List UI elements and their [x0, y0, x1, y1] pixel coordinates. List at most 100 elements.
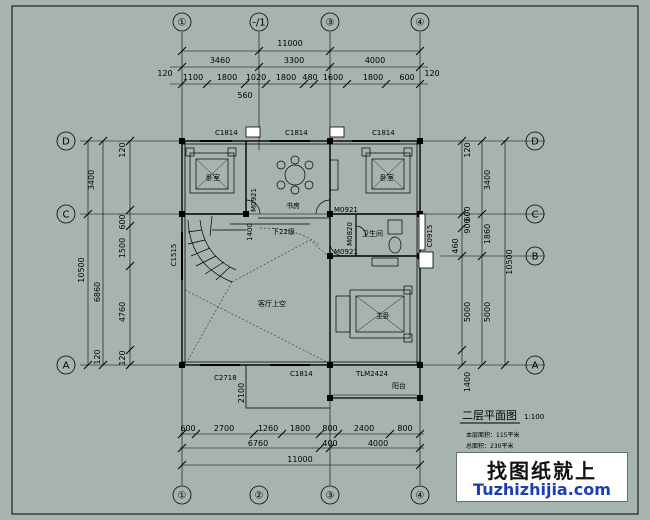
window-label-7: C0915	[426, 225, 434, 248]
plan-scale: 1:100	[524, 413, 544, 421]
dim-top-detail-6: 1600	[323, 73, 343, 82]
room-study: 书房	[286, 201, 300, 210]
axis-left-3-circle	[56, 355, 76, 375]
watermark-url: Tuzhizhijia.com	[473, 480, 611, 499]
room-bathroom: 卫生间	[362, 229, 383, 238]
dim-bottom-vertical: 2100	[237, 383, 246, 403]
dim-top-detail-2: 1800	[217, 73, 237, 82]
axis-left-1-label: D	[62, 137, 70, 148]
dim-right-inner-3: 600	[463, 206, 472, 221]
dim-top-detail-1: 1100	[183, 73, 203, 82]
dim-top-extra: 560	[237, 91, 252, 100]
watermark-banner: 找图纸就上 Tuzhizhijia.com	[456, 452, 628, 502]
area-total: 总面积：230平米	[466, 442, 513, 450]
door-swings	[245, 199, 367, 257]
dim-right-inner-1: 120	[463, 142, 472, 157]
opening-labels: C1814 C1814 C1814 C1515 C2718 C1814 C091…	[170, 129, 434, 382]
furniture	[185, 147, 413, 343]
axis-bottom-4-circle	[410, 485, 430, 505]
title-block: 二层平面图 1:100 本层面积：115平米 总面积：230平米	[460, 409, 544, 450]
axis-left-2-circle	[56, 204, 76, 224]
dim-bottom-mid-2: 400	[322, 439, 337, 448]
axis-bottom-2-label: ②	[255, 491, 264, 502]
axis-left-3-label: A	[63, 361, 70, 372]
axis-top-4-circle	[410, 12, 430, 32]
dim-top-detail-4: 1800	[276, 73, 296, 82]
dim-right-inner-2: 900	[463, 218, 472, 233]
axis-right-4-label: A	[532, 361, 539, 372]
door-label-3: M0921	[334, 248, 358, 256]
window-marks	[245, 126, 434, 269]
room-bedroom-right: 卧室	[380, 173, 394, 182]
dim-left-outer-1: 3400	[87, 170, 96, 190]
room-bedroom-left: 卧室	[206, 173, 220, 182]
dim-left-inner-1: 120	[118, 142, 127, 157]
void-outline	[184, 227, 331, 363]
room-master-bedroom: 主卧	[376, 311, 390, 320]
watermark-text: 找图纸就上	[487, 459, 597, 483]
dimension-ticks	[83, 46, 510, 470]
window-label-3: C1814	[372, 129, 395, 137]
axis-top-2-label: -/1	[252, 18, 265, 29]
bed-hatching	[195, 158, 405, 333]
window-label-1: C1814	[215, 129, 238, 137]
axis-right-2-label: C	[532, 210, 539, 221]
dimension-texts: 11000 3460 3300 4000 120 120 1100 1800 1…	[77, 39, 514, 464]
dim-bottom-detail-4: 1800	[290, 424, 310, 433]
dim-bottom-mid-3: 4000	[368, 439, 388, 448]
dim-left-inner-2: 600	[118, 214, 127, 229]
dim-right-outer-4: 5000	[483, 302, 492, 322]
door-label-2: M0921	[334, 206, 358, 214]
axis-bottom-2-circle	[249, 485, 269, 505]
window-label-6: C1814	[290, 370, 313, 378]
axis-bottom-3-circle	[320, 485, 340, 505]
axis-right-4-circle	[525, 355, 545, 375]
dim-top-offset-right: 120	[424, 69, 439, 78]
axis-top-3-circle	[320, 12, 340, 32]
dim-left-inner-5: 120	[118, 350, 127, 365]
axis-top-1-circle	[172, 12, 192, 32]
dim-top-bay-3: 4000	[365, 56, 385, 65]
dim-top-bay-2: 3300	[284, 56, 304, 65]
axis-right-2-circle	[525, 204, 545, 224]
dim-bottom-detail-6: 2400	[354, 424, 374, 433]
dim-bottom-detail-3: 1260	[258, 424, 278, 433]
drawing-border	[11, 5, 639, 515]
door-label-4: M0820	[346, 222, 354, 246]
dim-top-offset-left: 120	[157, 69, 172, 78]
dim-right-outer-1: 3400	[483, 170, 492, 190]
dim-right-outer-3: 10500	[505, 249, 514, 274]
dim-bottom-total: 11000	[287, 455, 312, 464]
window-label-5: C2718	[214, 374, 237, 382]
axis-top-4-label: ④	[416, 18, 425, 29]
dim-top-bay-1: 3460	[210, 56, 230, 65]
dim-top-detail-5: 480	[302, 73, 317, 82]
axis-bottom-4-label: ④	[416, 491, 425, 502]
window-label-2: C1814	[285, 129, 308, 137]
dim-left-outer-3: 6860	[93, 282, 102, 302]
axis-bottom-1-label: ①	[178, 491, 187, 502]
dim-top-detail-3: 1020	[246, 73, 266, 82]
dim-left-inner-4: 4760	[118, 302, 127, 322]
dim-left-inner-3: 1500	[118, 238, 127, 258]
dim-right-inner-6: 1400	[463, 372, 472, 392]
axis-bottom-3-label: ③	[326, 491, 335, 502]
axis-right-3-label: B	[532, 252, 539, 263]
axis-right-3-circle	[525, 246, 545, 266]
door-label-5: TLM2424	[355, 370, 389, 378]
dim-left-outer-2: 10500	[77, 257, 86, 282]
dim-right-inner-5: 5000	[463, 302, 472, 322]
room-labels: 卧室 书房 卧室 卫生间 客厅上空 主卧 阳台 下22级	[206, 173, 406, 390]
dim-bottom-detail-2: 2700	[214, 424, 234, 433]
room-balcony: 阳台	[392, 381, 406, 390]
dim-bottom-mid-1: 6760	[248, 439, 268, 448]
axis-top-2-circle	[249, 12, 269, 32]
dim-top-detail-8: 600	[399, 73, 414, 82]
dim-left-outer-4: 120	[93, 349, 102, 364]
room-living-void: 客厅上空	[258, 299, 286, 308]
axis-top-1-label: ①	[178, 18, 187, 29]
axis-right-1-circle	[525, 131, 545, 151]
